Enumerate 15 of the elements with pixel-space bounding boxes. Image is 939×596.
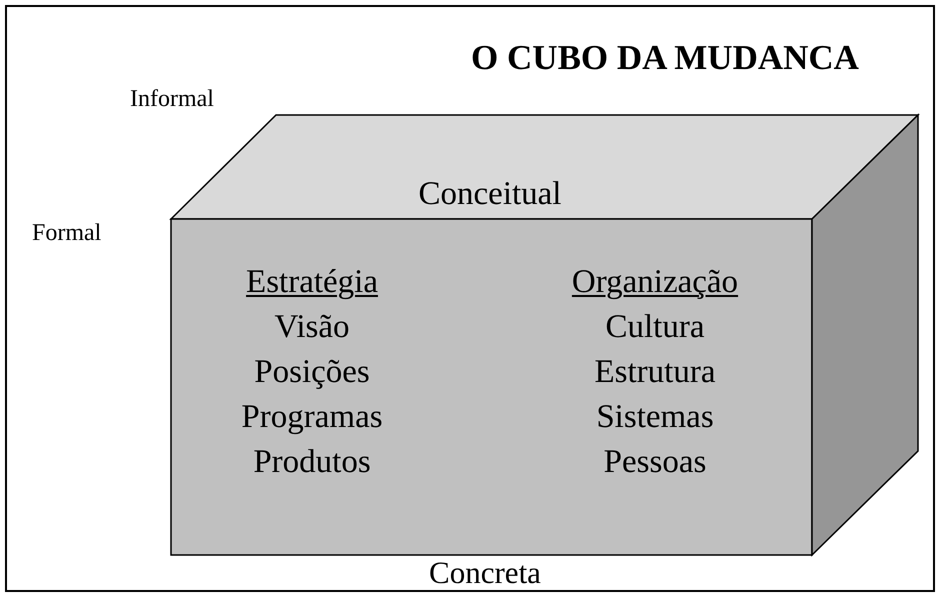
axis-label: Informal	[130, 86, 214, 113]
column-heading: Estratégia	[246, 263, 378, 302]
list-item: Posições	[254, 353, 370, 392]
axis-label: Concreta	[428, 556, 542, 589]
list-item: Cultura	[606, 308, 704, 347]
list-item: Visão	[274, 308, 350, 347]
list-item: Sistemas	[596, 398, 714, 437]
axis-label: Formal	[32, 220, 102, 247]
list-item: Programas	[241, 398, 383, 437]
face-label: Conceitual	[418, 176, 562, 213]
diagram-title: O CUBO DA MUDANCA	[470, 38, 860, 78]
list-item: Pessoas	[604, 443, 706, 482]
list-item: Produtos	[253, 443, 371, 482]
column-heading: Organização	[572, 263, 738, 302]
list-item: Estrutura	[594, 353, 716, 392]
